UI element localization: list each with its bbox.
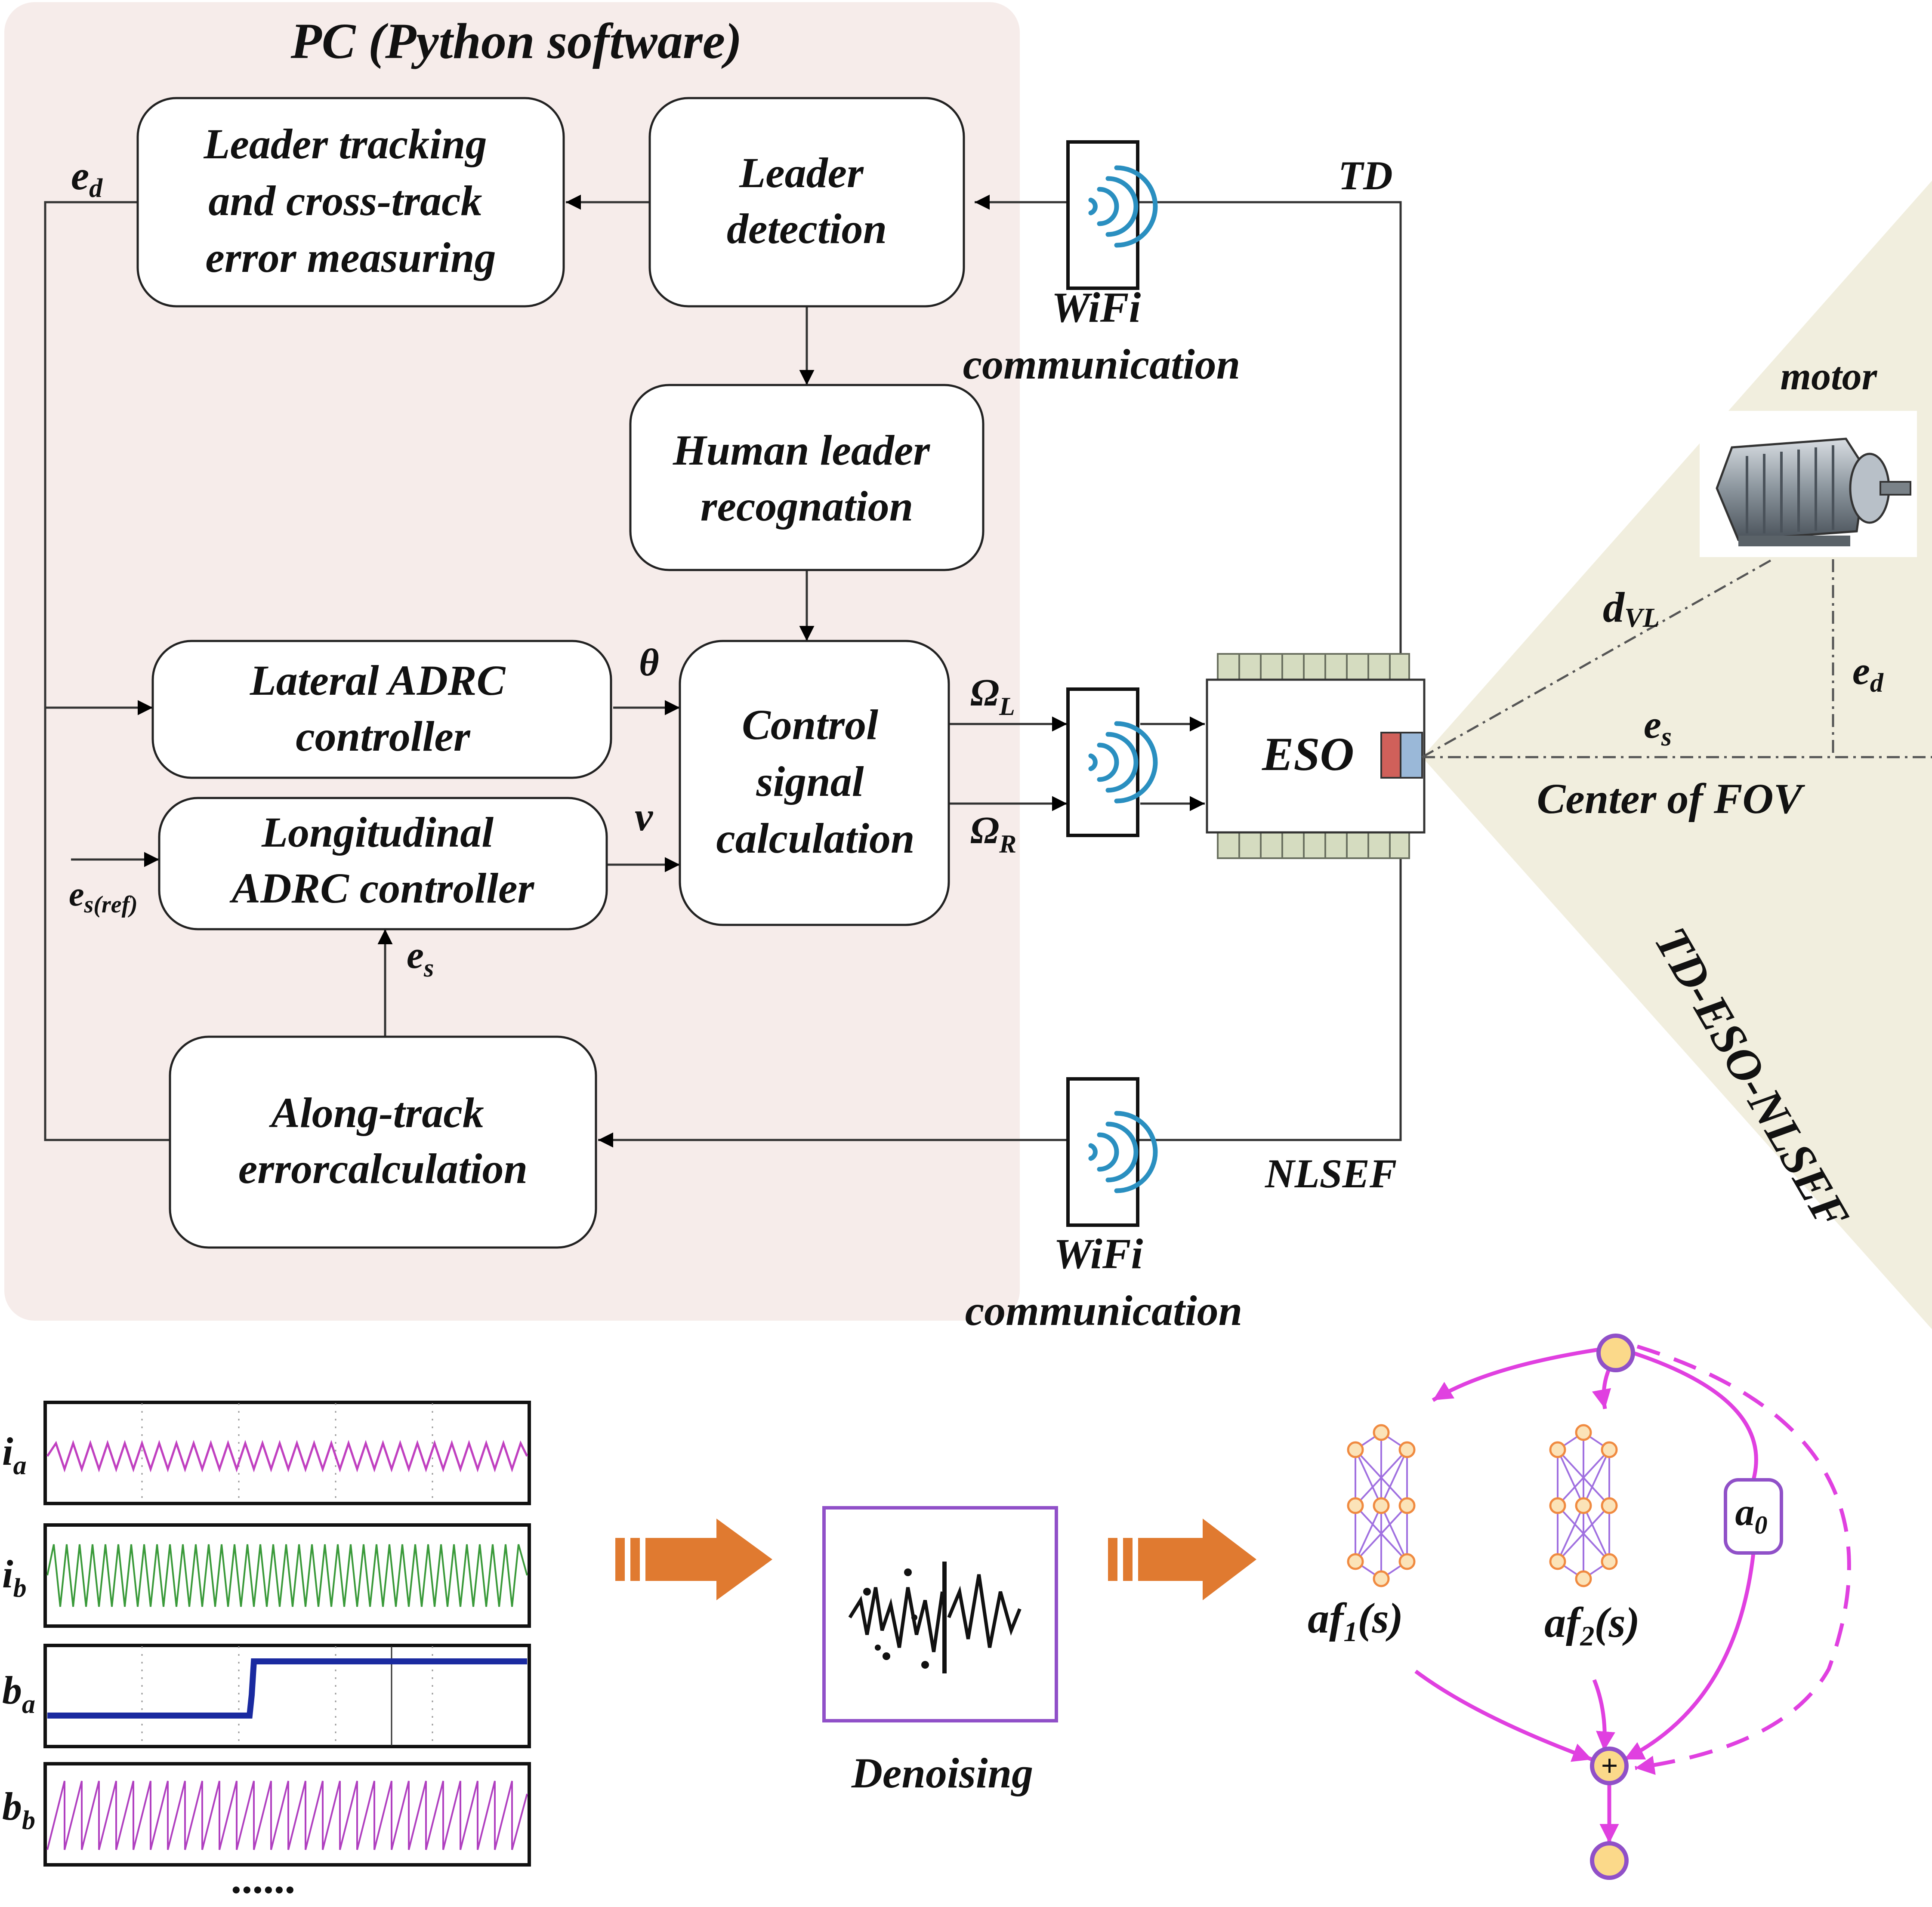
a0-box: [1724, 1478, 1783, 1555]
af2-label: af2(s): [1544, 1599, 1640, 1652]
fov-cone: [1422, 181, 1932, 1329]
eso-label: ESO: [1262, 728, 1354, 780]
block-along-track: Along-track errorcalculation: [169, 1035, 597, 1249]
process-arrow-2: [1108, 1519, 1256, 1600]
block-lateral-adrc: Lateral ADRC controller: [151, 640, 612, 779]
fov-lines: [1421, 558, 1932, 758]
sum-node: [1590, 1747, 1629, 1785]
svg-text:Lateral ADRC controller: Lateral ADRC controller: [250, 656, 516, 760]
label-es-fov: es: [1644, 702, 1672, 752]
motor-icon: [1700, 411, 1917, 557]
label-v: v: [635, 794, 653, 839]
svg-text:Leader tracking and cros: Leader tracking and cross-track error me…: [203, 120, 497, 281]
signal-panel-ia: [43, 1401, 531, 1505]
svg-text:Control signal cal: Control signal calculation: [716, 701, 914, 862]
label-es-mid: es: [407, 934, 434, 982]
label-dvl: dVL: [1603, 583, 1660, 633]
wifi-signal-icon: [1088, 1111, 1158, 1193]
ellipsis: ......: [232, 1855, 297, 1902]
signal-label-ba: ba: [2, 1668, 35, 1719]
label-center-fov: Center of FOV: [1537, 775, 1805, 823]
input-node: [1596, 1334, 1635, 1372]
label-ed-left: ed: [71, 153, 103, 203]
wifi-module-mid: [1066, 687, 1158, 837]
af1-label: af1(s): [1308, 1594, 1403, 1648]
a0-label: a0: [1735, 1491, 1768, 1539]
label-ed-fov: ed: [1852, 649, 1884, 698]
block-human-leader-recognition: Human leader recognation: [629, 384, 985, 571]
signal-label-bb: bb: [2, 1784, 35, 1835]
wifi-signal-icon: [1088, 165, 1158, 248]
wave-ib: [46, 1544, 528, 1607]
label-theta: θ: [639, 641, 659, 684]
wifi-label-top: WiFi communication: [963, 283, 1241, 388]
label-nlsef: NLSEF: [1265, 1151, 1397, 1196]
noise-waveform-icon: [848, 1587, 944, 1652]
output-node: [1590, 1841, 1629, 1880]
wifi-signal-icon: [1088, 721, 1158, 804]
signal-label-ib: ib: [2, 1552, 27, 1603]
block-leader-tracking: Leader tracking and cross-track error me…: [136, 97, 565, 308]
wave-ia: [46, 1440, 528, 1473]
label-omega-l: ΩL: [970, 672, 1015, 721]
clean-waveform-icon: [947, 1574, 1022, 1648]
process-arrow-1: [615, 1519, 772, 1600]
wifi-module-bottom: [1066, 1077, 1158, 1227]
block-longitudinal-adrc: Longitudinal ADRC controller: [158, 797, 608, 930]
sensor-red: [1380, 732, 1401, 779]
svg-text:Leader detection: Leader detection: [727, 149, 887, 253]
motor-label: motor: [1781, 354, 1878, 398]
wifi-module-top: [1066, 140, 1158, 290]
svg-text:Along-track errorcalcula: Along-track errorcalculation: [238, 1089, 528, 1192]
svg-text:Human leader recognation: Human leader recognation: [673, 426, 941, 530]
label-omega-r: ΩR: [970, 809, 1016, 858]
eso-robot: [1206, 653, 1426, 859]
denoising-label: Denoising: [851, 1749, 1033, 1797]
signal-panel-ba: [43, 1644, 531, 1748]
signal-panel-bb: [43, 1762, 531, 1867]
network-diagram: [1347, 1334, 1851, 1880]
neural-net-af2: [1549, 1424, 1618, 1587]
svg-text:Longitudinal ADRC contro: Longitudinal ADRC controller: [229, 808, 535, 912]
wifi-label-bottom: WiFi communication: [965, 1230, 1243, 1334]
label-td: TD: [1338, 153, 1393, 198]
signal-label-ia: ia: [2, 1429, 27, 1480]
label-es-ref: es(ref): [69, 875, 138, 918]
wave-ba: [47, 1658, 527, 1719]
neural-net-af1: [1347, 1424, 1416, 1587]
signal-panel-ib: [43, 1523, 531, 1628]
sensor-blue: [1400, 732, 1423, 779]
wave-bb: [46, 1781, 528, 1850]
denoising-block: [822, 1506, 1058, 1722]
block-control-signal: Control signal calculation: [679, 640, 950, 926]
pc-title: PC (Python software): [290, 13, 742, 69]
sum-symbol: +: [1601, 1750, 1618, 1783]
block-leader-detection: Leader detection: [648, 97, 965, 308]
